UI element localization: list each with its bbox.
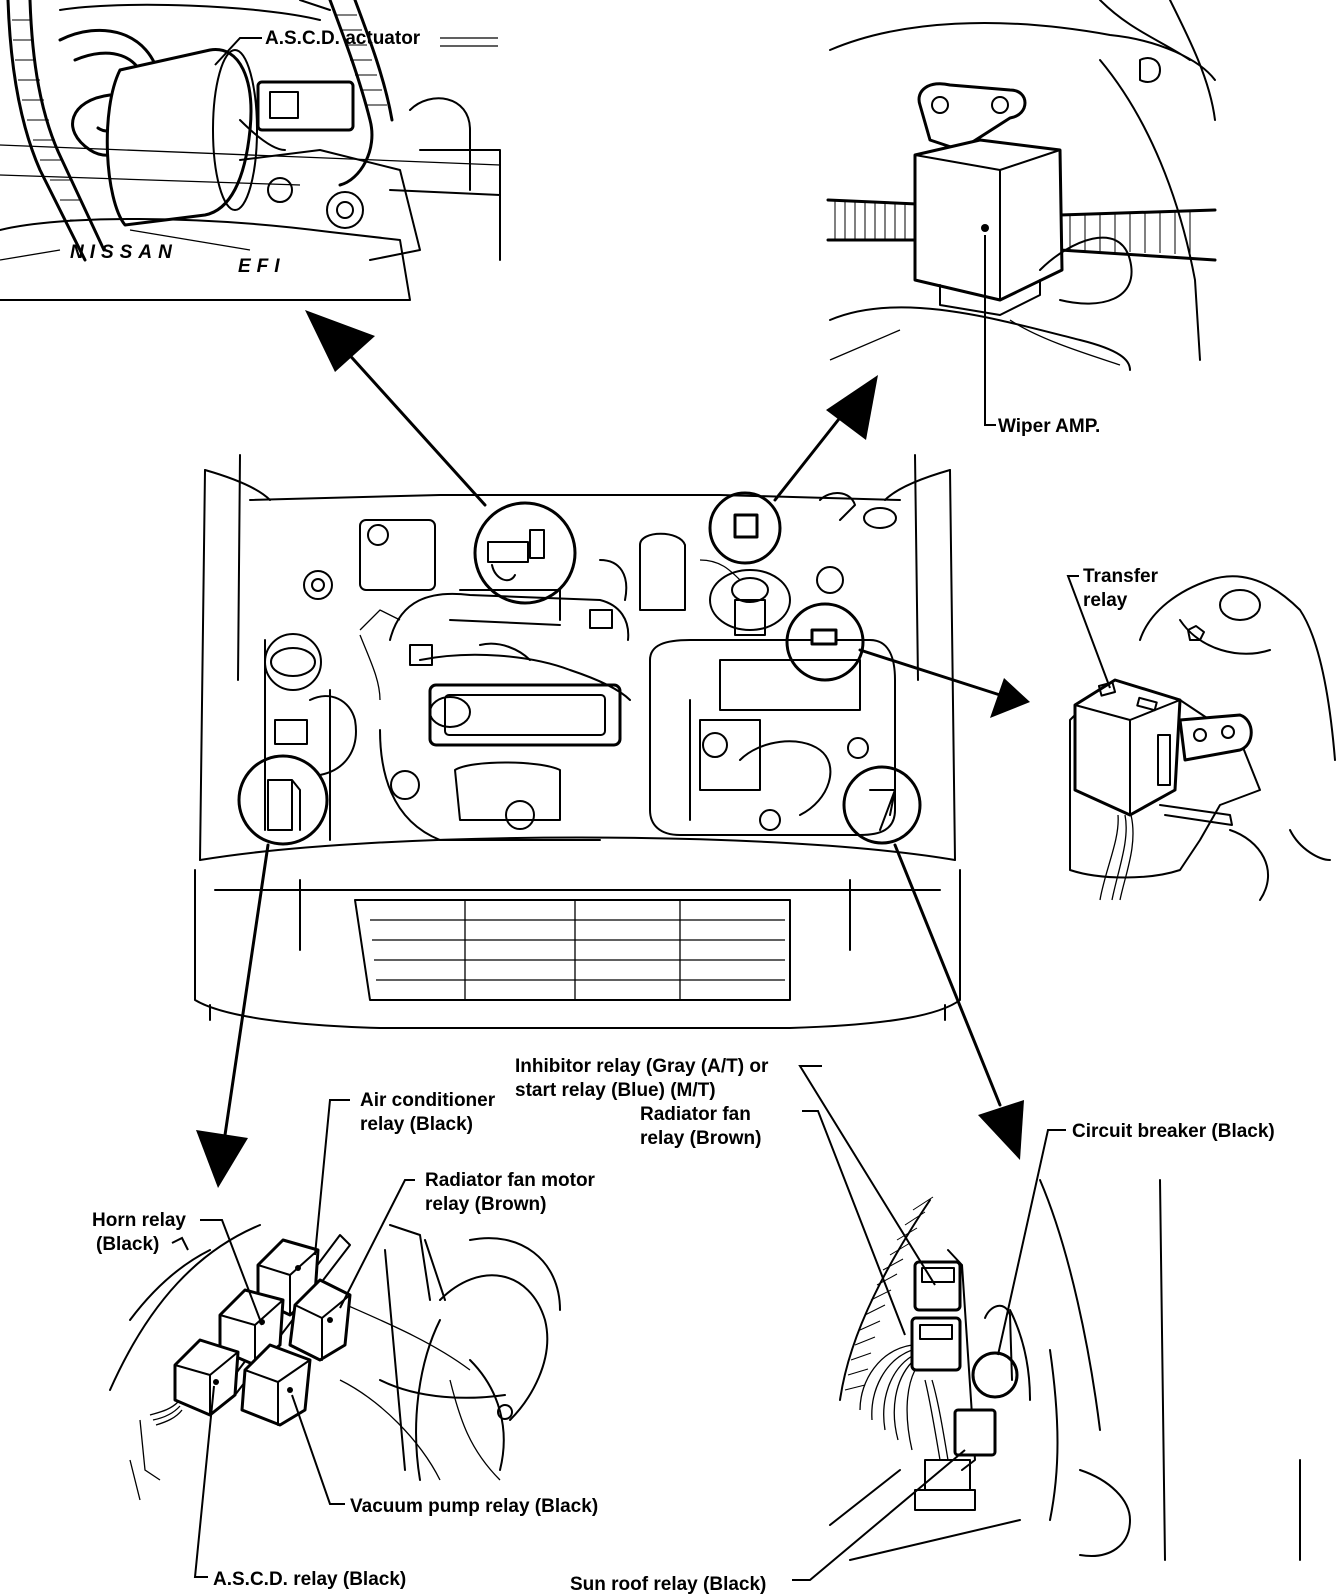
transfer-relay-detail: Transfer relay [1066, 566, 1336, 901]
inhibitor-relay-label-line1: Inhibitor relay (Gray (A/T) or [515, 1056, 769, 1077]
nissan-emblem: NISSAN [70, 242, 178, 263]
radiator-fan-motor-relay-label-line1: Radiator fan motor [425, 1170, 596, 1191]
engine-compartment-overview [194, 454, 961, 1029]
wiper-amp-detail: Wiper AMP. [826, 0, 1217, 437]
sun-roof-relay-label: Sun roof relay (Black) [570, 1574, 766, 1594]
horn-relay-label-line1: Horn relay [92, 1210, 186, 1231]
callout-arrows [196, 310, 1030, 1188]
right-relay-block-detail: Inhibitor relay (Gray (A/T) or start rel… [515, 1056, 1301, 1594]
air-conditioner-relay-label-line1: Air conditioner [360, 1090, 496, 1111]
circuit-breaker-label: Circuit breaker (Black) [1072, 1121, 1275, 1142]
air-conditioner-relay-label-line2: relay (Black) [360, 1114, 473, 1135]
ascd-actuator-mini [487, 529, 545, 582]
ascd-relay-label: A.S.C.D. relay (Black) [213, 1569, 406, 1590]
vacuum-pump-relay-label: Vacuum pump relay (Black) [350, 1496, 598, 1517]
transfer-relay-label-line1: Transfer [1083, 566, 1159, 587]
radiator-fan-relay-label-line1: Radiator fan [640, 1104, 751, 1125]
radiator-fan-relay-label-line2: relay (Brown) [640, 1128, 761, 1149]
ascd-actuator-detail: NISSAN EFI A.S.C.D. actuator [0, 0, 501, 301]
horn-relay-label-line2: (Black) [96, 1234, 159, 1255]
transfer-relay-label-line2: relay [1083, 590, 1128, 611]
radiator-fan-motor-relay-label-line2: relay (Brown) [425, 1194, 546, 1215]
efi-emblem: EFI [238, 256, 286, 277]
left-relay-block-detail: Air conditioner relay (Black) Radiator f… [92, 1090, 598, 1590]
inhibitor-relay-label-line2: start relay (Blue) (M/T) [515, 1080, 716, 1101]
wiper-amp-label: Wiper AMP. [998, 416, 1100, 437]
ascd-actuator-label: A.S.C.D. actuator [265, 28, 421, 49]
